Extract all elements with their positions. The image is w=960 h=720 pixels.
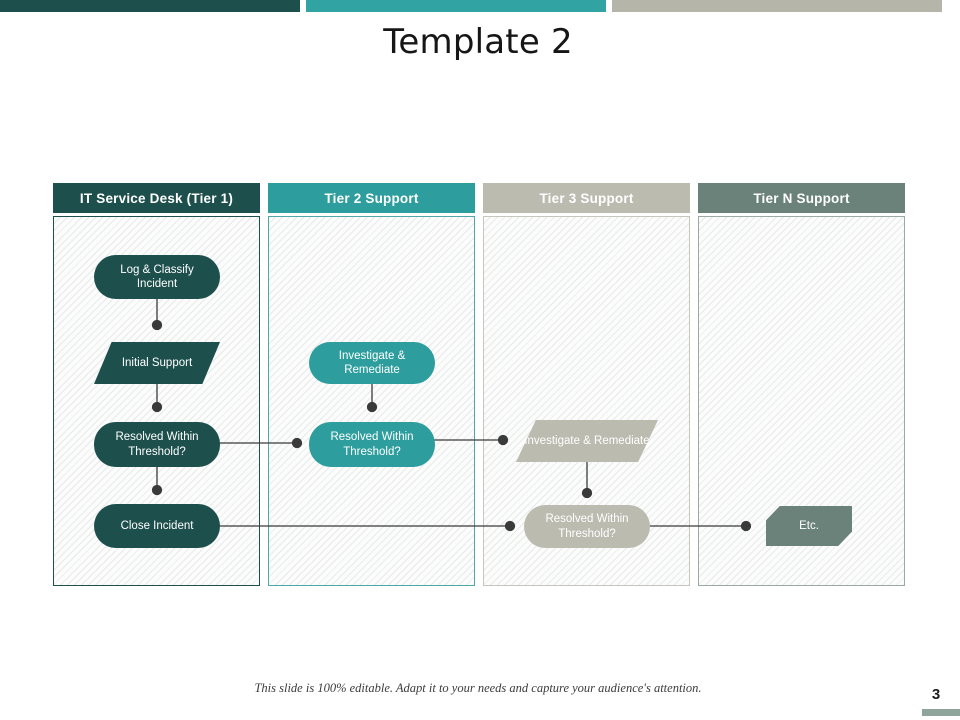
top-accent-bar: [0, 0, 960, 12]
swimlane-tier-n: Tier N Support: [698, 183, 905, 586]
node-log-classify-incident[interactable]: Log & Classify Incident: [94, 255, 220, 299]
swimlane-header-tier-n: Tier N Support: [698, 183, 905, 213]
taupe-segment: [612, 0, 942, 12]
footer-note: This slide is 100% editable. Adapt it to…: [254, 681, 702, 695]
page-title: Template 2: [383, 22, 573, 62]
node-resolved-within-threshold-tier1[interactable]: Resolved Within Threshold?: [94, 422, 220, 467]
swimlane-header-tier-3: Tier 3 Support: [483, 183, 690, 213]
dark-teal-segment: [0, 0, 300, 12]
node-close-incident[interactable]: Close Incident: [94, 504, 220, 548]
teal-segment: [306, 0, 606, 12]
swimlane-tier-2: Tier 2 Support: [268, 183, 475, 586]
swimlane-header-tier-2: Tier 2 Support: [268, 183, 475, 213]
node-investigate-remediate-tier2[interactable]: Investigate & Remediate: [309, 342, 435, 384]
node-initial-support[interactable]: Initial Support: [94, 342, 220, 384]
swimlane-header-tier-1: IT Service Desk (Tier 1): [53, 183, 260, 213]
swimlane-body-tier-n: [698, 216, 905, 586]
swimlane-body-tier-2: [268, 216, 475, 586]
page-number-accent-bar: [922, 709, 960, 716]
page-number: 3: [931, 686, 941, 703]
node-etc[interactable]: Etc.: [766, 506, 852, 546]
node-resolved-within-threshold-tier2[interactable]: Resolved Within Threshold?: [309, 422, 435, 467]
node-investigate-remediate-tier3[interactable]: Investigate & Remediate: [516, 420, 658, 462]
node-resolved-within-threshold-tier3[interactable]: Resolved Within Threshold?: [524, 505, 650, 548]
